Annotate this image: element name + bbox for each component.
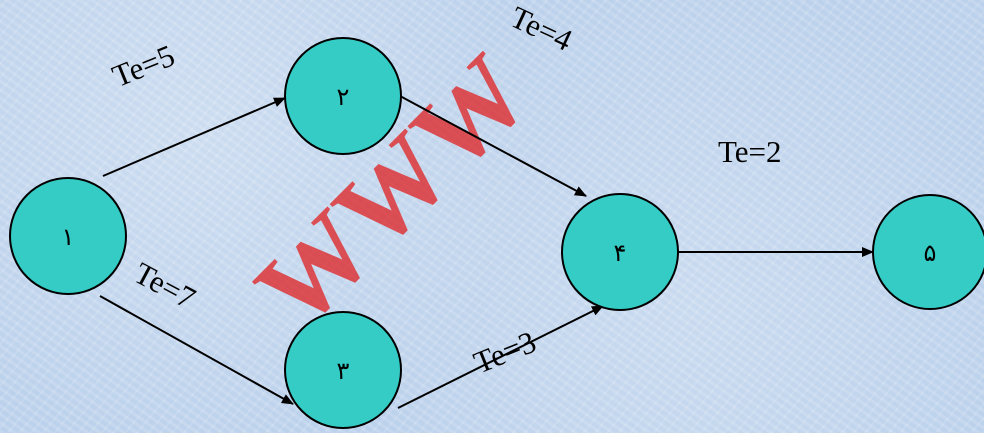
- node-2: ٢: [284, 37, 402, 155]
- node-2-label: ٢: [337, 83, 350, 111]
- node-3-label: ٣: [337, 357, 350, 385]
- node-4: ۴: [561, 193, 679, 311]
- edge-3-4: [397, 305, 604, 409]
- edge-label-1-2: Te=5: [107, 38, 179, 94]
- node-4-label: ۴: [614, 239, 627, 267]
- node-1: ١: [9, 177, 127, 295]
- node-5: ۵: [872, 194, 984, 310]
- edge-label-4-5: Te=2: [718, 134, 782, 169]
- node-1-label: ١: [62, 223, 75, 251]
- edge-label-2-4: Te=4: [505, 0, 578, 58]
- node-3: ٣: [284, 311, 402, 429]
- edge-1-2: [102, 97, 286, 177]
- edge-1-3: [99, 295, 294, 405]
- edge-2-4: [399, 95, 587, 197]
- node-5-label: ۵: [924, 239, 937, 267]
- edge-label-3-4: Te=3: [469, 324, 541, 380]
- edge-label-1-3: Te=7: [129, 255, 202, 316]
